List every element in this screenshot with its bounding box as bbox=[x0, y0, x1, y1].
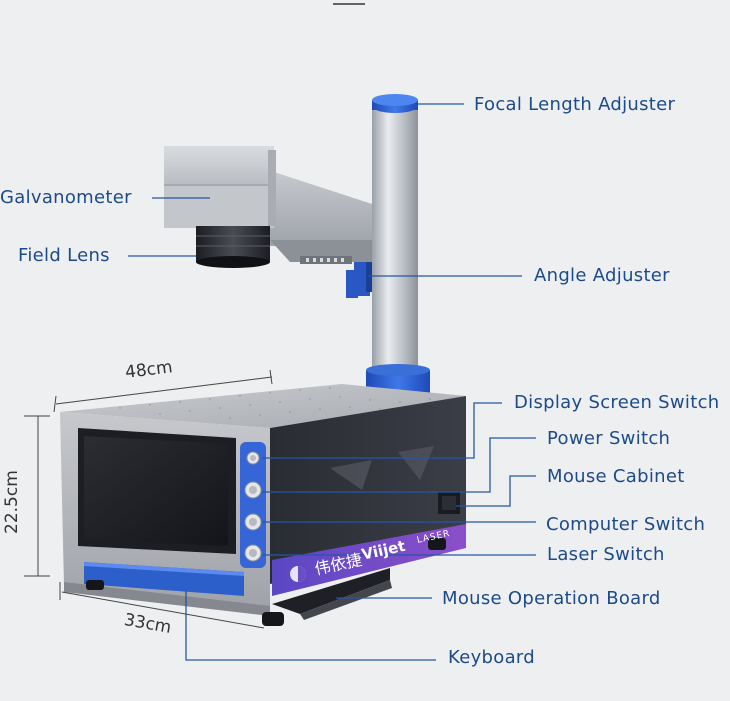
label-mouse-cabinet: Mouse Cabinet bbox=[547, 466, 685, 487]
power-switch-button bbox=[244, 481, 262, 499]
dim-line-width bbox=[55, 376, 273, 405]
galvanometer-head bbox=[164, 146, 276, 228]
laser-switch-button bbox=[244, 544, 262, 562]
computer-switch-button bbox=[244, 513, 262, 531]
pillar bbox=[366, 94, 430, 394]
keyboard-tray bbox=[84, 562, 244, 596]
worktable-holes bbox=[119, 387, 431, 419]
dimension-lines bbox=[24, 369, 273, 629]
field-lens bbox=[196, 226, 270, 268]
side-vent bbox=[330, 446, 434, 490]
label-mouse-operation-board: Mouse Operation Board bbox=[442, 588, 661, 609]
leader-display-screen-switch bbox=[262, 402, 502, 459]
label-power-switch: Power Switch bbox=[547, 428, 671, 449]
leader-mouse-cabinet bbox=[456, 475, 536, 507]
label-laser-switch: Laser Switch bbox=[547, 544, 665, 565]
display-screen-switch-button bbox=[246, 451, 260, 465]
machine-feet bbox=[86, 538, 446, 626]
brand-panel bbox=[272, 524, 466, 596]
label-display-screen-switch: Display Screen Switch bbox=[514, 392, 720, 413]
dim-line-depth bbox=[61, 591, 265, 629]
display-screen bbox=[78, 428, 236, 554]
label-galvanometer: Galvanometer bbox=[0, 187, 132, 208]
leader-keyboard bbox=[185, 590, 436, 661]
button-panel bbox=[240, 442, 266, 568]
label-angle-adjuster: Angle Adjuster bbox=[534, 265, 670, 286]
label-computer-switch: Computer Switch bbox=[546, 514, 706, 535]
label-keyboard: Keyboard bbox=[448, 647, 536, 668]
leader-lines bbox=[128, 103, 536, 661]
dimension-height: 22.5cm bbox=[2, 470, 22, 534]
mouse-cabinet-slot bbox=[438, 492, 460, 514]
leader-power-switch bbox=[262, 437, 536, 493]
mouse-operation-board bbox=[272, 568, 392, 620]
galvo-arm bbox=[268, 170, 372, 264]
label-focal-length-adjuster: Focal Length Adjuster bbox=[474, 94, 676, 115]
label-field-lens: Field Lens bbox=[18, 245, 110, 266]
